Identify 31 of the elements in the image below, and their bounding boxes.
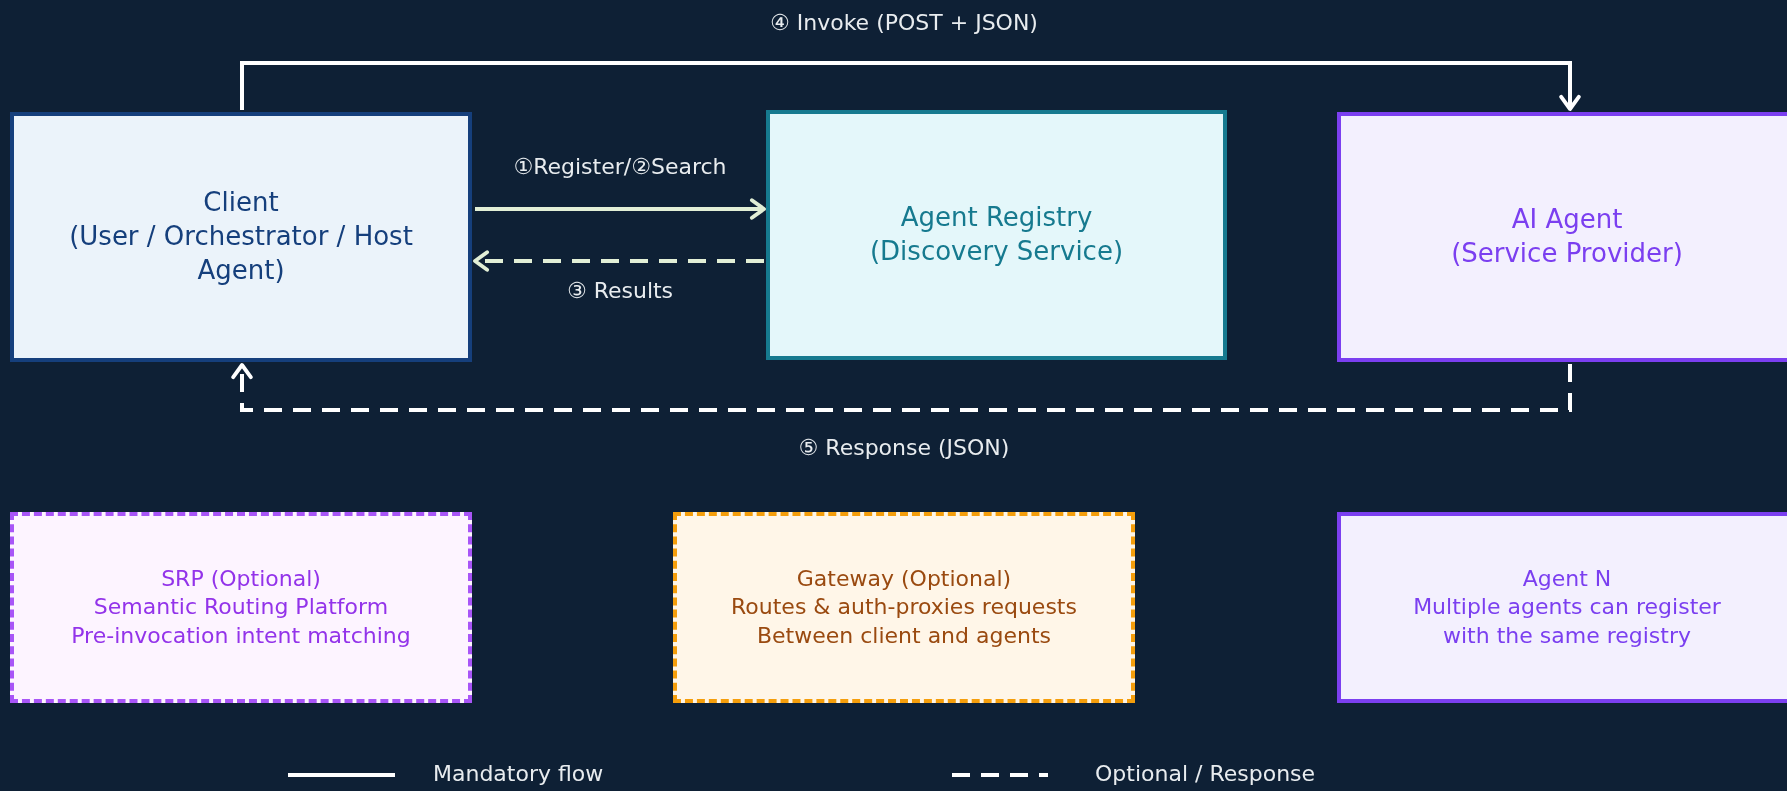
node-text: (User / Orchestrator / Host Agent) <box>68 220 414 287</box>
edge-label: ④ Invoke (POST + JSON) <box>770 9 1038 35</box>
node-title: Gateway (Optional) <box>795 564 1013 593</box>
node-text: Between client and agents <box>755 621 1053 650</box>
node-text: with the same registry <box>1442 621 1692 650</box>
arrow <box>473 250 764 272</box>
node-text: Pre-invocation intent matching <box>70 621 412 650</box>
node-text: (Service Provider) <box>1450 237 1684 270</box>
node-title: Agent N <box>1521 564 1613 593</box>
arrow <box>240 61 1581 111</box>
arrow <box>231 363 1572 412</box>
arrow <box>475 198 766 220</box>
node-title: Agent Registry <box>899 201 1094 235</box>
agent-box <box>1337 112 1787 362</box>
legend-text: Optional / Response <box>1095 761 1316 786</box>
edge-label: ③ Results <box>566 277 674 303</box>
agent-box <box>1337 512 1787 703</box>
edge-label: ⑤ Response (JSON) <box>798 434 1010 460</box>
node-text: Semantic Routing Platform <box>92 593 390 622</box>
client-box <box>10 112 472 362</box>
optional-box <box>673 512 1135 703</box>
optional-box <box>10 512 472 703</box>
node-title: Client <box>202 186 280 220</box>
legend-text: Mandatory flow <box>433 761 604 786</box>
node-title: AI Agent <box>1510 203 1624 237</box>
node-text: Routes & auth-proxies requests <box>730 593 1078 622</box>
edge-label: ①Register/②Search <box>513 153 727 179</box>
node-text: Multiple agents can register <box>1412 593 1722 622</box>
registry-box <box>766 110 1227 360</box>
node-title: SRP (Optional) <box>160 564 322 593</box>
node-text: (Discovery Service) <box>868 235 1125 268</box>
